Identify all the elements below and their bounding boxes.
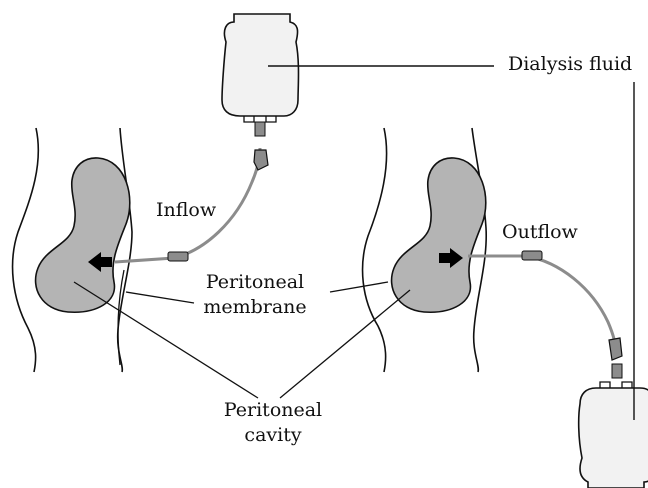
peritoneal-cavity-left [36, 158, 130, 312]
dialysis-fluid-bag-top [222, 14, 299, 116]
right-body-outline-right [472, 128, 486, 372]
outflow-tube-connector [522, 251, 542, 260]
label-peritoneal-cavity-line2: cavity [214, 423, 332, 448]
membrane-leader-left [126, 292, 194, 303]
label-peritoneal-membrane-line2: membrane [194, 295, 316, 320]
label-peritoneal-membrane: Peritoneal membrane [194, 270, 316, 320]
outflow-tube-clamp [609, 338, 622, 360]
outflow-body-figure [363, 82, 648, 488]
bag-top-ports [244, 116, 276, 122]
right-body-outline-left [363, 128, 387, 372]
left-body-inner-line [118, 270, 124, 365]
label-peritoneal-membrane-line1: Peritoneal [194, 270, 316, 295]
outflow-tube [468, 256, 616, 352]
label-inflow: Inflow [156, 198, 216, 223]
bag-bottom-ports [600, 382, 632, 388]
membrane-leader-right [330, 282, 388, 292]
inflow-tube-connector [168, 252, 188, 261]
left-body-outline-left [13, 128, 39, 372]
peritoneal-cavity-right [392, 158, 486, 312]
label-peritoneal-cavity: Peritoneal cavity [214, 398, 332, 448]
bag-bottom-inlet [612, 364, 622, 378]
left-body-outline-right [118, 128, 132, 372]
label-outflow: Outflow [502, 220, 578, 245]
dialysis-fluid-bag-bottom [579, 388, 648, 488]
label-peritoneal-cavity-line1: Peritoneal [214, 398, 332, 423]
inflow-tube-clamp [254, 150, 268, 170]
bag-top-outlet [255, 122, 265, 136]
label-dialysis-fluid: Dialysis fluid [508, 52, 632, 77]
